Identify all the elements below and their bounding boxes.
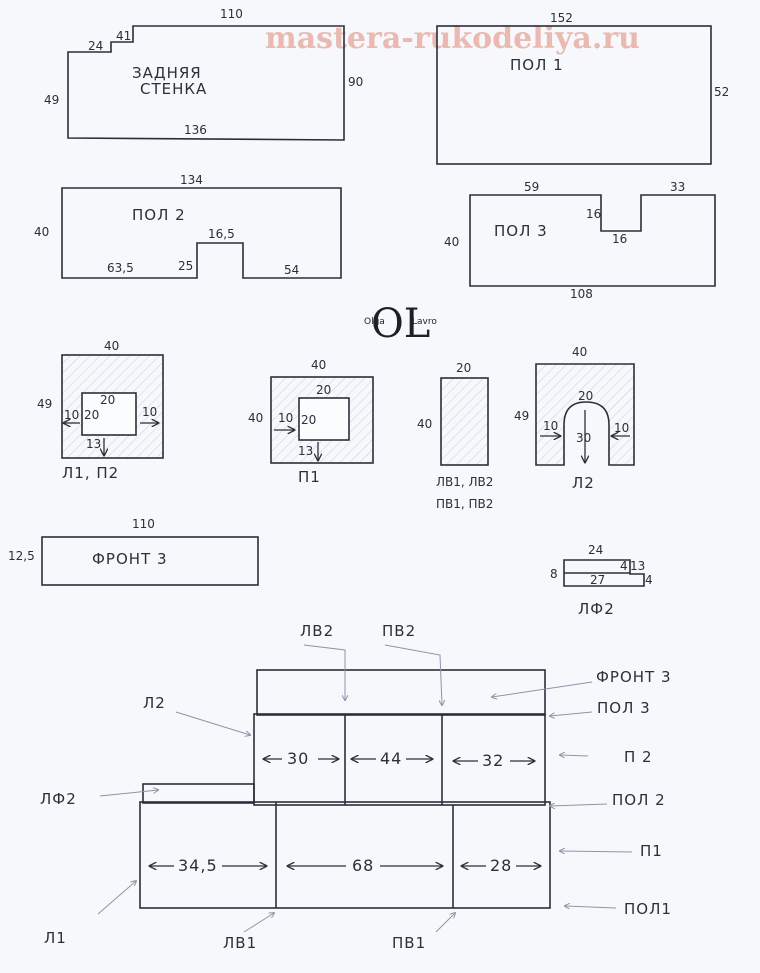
lf2-dim-r2: 13	[630, 559, 645, 573]
l2-dim-top: 40	[572, 345, 587, 359]
logo-mark: OL	[371, 301, 430, 347]
assembly-label-pol2: ПОЛ 2	[612, 791, 666, 809]
p1-dim-top: 40	[311, 358, 326, 372]
floor1-dim-right: 52	[714, 85, 729, 99]
floor2-piece: ПОЛ 2 134 40 16,5 63,5 25 54	[34, 173, 342, 279]
lv-caption-1: ЛВ1, ЛВ2	[436, 475, 493, 489]
assembly-label-front3: ФРОНТ 3	[596, 668, 672, 686]
floor2-dim-br: 54	[284, 263, 299, 277]
l1p2-dim-side-l: 10	[64, 408, 79, 422]
floor2-dim-nh: 25	[178, 259, 193, 273]
lower-cell-2: 68	[352, 856, 374, 875]
assembly-label-lf2: ЛФ2	[40, 790, 77, 808]
logo-right: Lavro	[412, 317, 437, 327]
watermark-text: mastera-rukodeliya.ru	[265, 21, 640, 56]
front3-dim-left: 12,5	[8, 549, 35, 563]
assembly-label-pol1: ПОЛ1	[624, 900, 672, 918]
lv-dim-top: 20	[456, 361, 471, 375]
back-wall-label-2: СТЕНКА	[140, 80, 207, 98]
l2-dim-arch: 20	[578, 389, 593, 403]
assembly-label-p2: П 2	[624, 748, 653, 766]
front3-label: ФРОНТ 3	[92, 550, 168, 568]
p1-dim-inner-w: 20	[316, 383, 331, 397]
l1p2-dim-inner-w: 20	[100, 393, 115, 407]
lf2-dim-inner: 27	[590, 573, 605, 587]
l2-dim-left: 49	[514, 409, 529, 423]
olga-lavro-logo: OL Olga Lavro	[364, 301, 437, 347]
l2-dim-side-l: 10	[543, 419, 558, 433]
floor3-dim-nd: 16	[586, 207, 601, 221]
back-wall-piece: ЗАДНЯЯ СТЕНКА 110 24 41 49 90 136	[44, 7, 363, 141]
lf2-dim-r3: 4	[645, 573, 653, 587]
floor2-dim-top: 134	[180, 173, 203, 187]
floor2-dim-bl: 63,5	[107, 261, 134, 275]
p1-dim-left: 40	[248, 411, 263, 425]
lv-dim-left: 40	[417, 417, 432, 431]
floor2-label: ПОЛ 2	[132, 206, 186, 224]
assembly-label-l2: Л2	[143, 694, 166, 712]
floor3-piece: ПОЛ 3 40 59 33 16 16 108	[444, 180, 716, 301]
p1-dim-inner-h: 20	[301, 413, 316, 427]
floor3-dim-left: 40	[444, 235, 459, 249]
l2-piece: 40 49 20 30 10 10 Л2	[514, 345, 635, 492]
l1p2-dim-left: 49	[37, 397, 52, 411]
assembly-diagram: 30 44 32 34,5 68 28 ЛВ2 ПВ2 ФРОНТ 3 Л2 П…	[40, 622, 672, 952]
l1p2-dim-top: 40	[104, 339, 119, 353]
lf2-piece: 24 8 27 4 13 4 ЛФ2	[550, 543, 653, 618]
floor2-dim-notch: 16,5	[208, 227, 235, 241]
l2-caption: Л2	[572, 474, 595, 492]
floor2-dim-left: 40	[34, 225, 49, 239]
back-wall-label-1: ЗАДНЯЯ	[132, 64, 202, 82]
l2-dim-inner-h: 30	[576, 431, 591, 445]
assembly-label-p1: П1	[640, 842, 663, 860]
lv-caption-2: ПВ1, ПВ2	[436, 497, 493, 511]
floor3-dim-bottom: 108	[570, 287, 593, 301]
assembly-label-pol3: ПОЛ 3	[597, 699, 651, 717]
lf2-dim-r1: 4	[620, 559, 628, 573]
back-wall-dim-bottom: 136	[184, 123, 207, 137]
floor3-dim-tr: 33	[670, 180, 685, 194]
upper-cell-2: 44	[380, 749, 402, 768]
lf2-caption: ЛФ2	[578, 600, 615, 618]
lower-cell-1: 34,5	[178, 856, 218, 875]
assembly-label-lv1: ЛВ1	[223, 934, 257, 952]
lf2-dim-left: 8	[550, 567, 558, 581]
floor1-piece: ПОЛ 1 152 52	[436, 11, 729, 165]
p1-dim-bot: 13	[298, 444, 313, 458]
p1-caption: П1	[298, 468, 321, 486]
l1p2-dim-bot: 13	[86, 437, 101, 451]
floor3-dim-tl: 59	[524, 180, 539, 194]
lf2-dim-top: 24	[588, 543, 603, 557]
back-wall-dim-top: 110	[220, 7, 243, 21]
l2-dim-side-r: 10	[614, 421, 629, 435]
assembly-label-pv1: ПВ1	[392, 934, 426, 952]
upper-cell-3: 32	[482, 751, 504, 770]
upper-cell-1: 30	[287, 749, 309, 768]
l1p2-dim-side-r: 10	[142, 405, 157, 419]
l1p2-dim-inner-h: 20	[84, 408, 99, 422]
lv-pv-piece: 20 40 ЛВ1, ЛВ2 ПВ1, ПВ2	[417, 361, 493, 511]
floor1-dim-top: 152	[550, 11, 573, 25]
front3-piece: ФРОНТ 3 110 12,5	[8, 517, 259, 586]
back-wall-dim-left: 49	[44, 93, 59, 107]
l1p2-caption: Л1, П2	[62, 464, 119, 482]
p1-dim-side-l: 10	[278, 411, 293, 425]
back-wall-dim-right: 90	[348, 75, 363, 89]
lower-cell-3: 28	[490, 856, 512, 875]
assembly-label-pv2: ПВ2	[382, 622, 416, 640]
back-wall-dim-step-b: 41	[116, 29, 131, 43]
logo-left: Olga	[364, 317, 385, 327]
assembly-label-lv2: ЛВ2	[300, 622, 334, 640]
floor3-dim-nw: 16	[612, 232, 627, 246]
p1-piece: 40 40 20 20 10 13 П1	[248, 358, 374, 486]
floor1-label: ПОЛ 1	[510, 56, 564, 74]
l1-p2-piece: 40 49 20 20 10 10 13 Л1, П2	[37, 339, 164, 482]
front3-dim-top: 110	[132, 517, 155, 531]
assembly-label-l1: Л1	[44, 929, 67, 947]
back-wall-dim-step-a: 24	[88, 39, 103, 53]
floor3-label: ПОЛ 3	[494, 222, 548, 240]
